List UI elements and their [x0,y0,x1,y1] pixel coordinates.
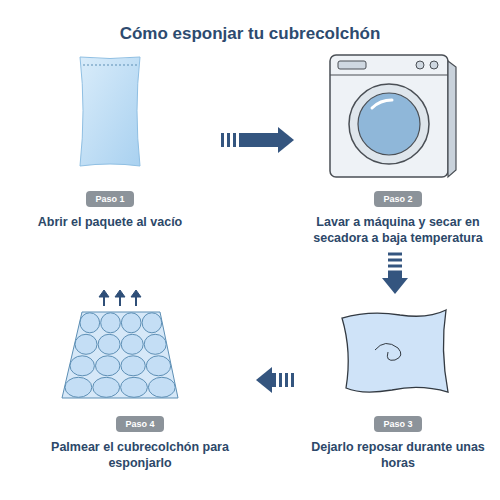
vacuum-bag [80,57,140,166]
step-node: Paso 4 Palmear el cubrecolchón para espon… [30,290,250,472]
arrow-stripe [388,253,402,256]
quilt-puff [98,334,120,354]
step-caption: Dejarlo reposar durante unas horas [304,439,492,472]
arrow-stripe [285,373,288,387]
arrow-head [382,278,408,294]
arrow-head [278,127,294,153]
arrow-stripe [221,133,224,147]
badge-row: Paso 2 [304,188,492,207]
quilt-puff [121,334,143,354]
step-badge: Paso 1 [86,191,133,207]
flow-arrow [221,127,294,153]
quilt-puff [121,356,145,376]
washer-glass [358,93,420,155]
flow-arrow [382,253,408,295]
glass-shine [372,100,392,108]
arrow-stripe [233,133,236,147]
topper-shape [342,310,448,392]
arrow-stripe [279,373,282,387]
step-badge: Paso 4 [116,416,163,432]
quilt-puff [121,313,141,333]
quilt-puff [96,356,120,376]
step-node: Paso 1 Abrir el paquete al vacío [5,55,215,230]
arrow-head [256,367,272,393]
step-badge: Paso 3 [374,416,421,432]
quilt-puff [70,356,94,376]
up-arrow-head [99,290,109,297]
quilted-topper [62,312,178,398]
badge-row: Paso 4 [34,413,246,432]
quilt-puff [148,377,175,397]
diagram-title: Cómo esponjar tu cubrecolchón [0,24,500,44]
step-caption: Abrir el paquete al vacío [9,214,211,230]
arrow-shaft [239,133,278,147]
arrow-shaft [388,271,402,279]
step-node: Paso 3 Dejarlo reposar durante unas horas [300,300,496,472]
bag-body [80,57,140,166]
washer-side [448,61,456,177]
quilt-outline [62,312,178,398]
resting-topper [342,310,448,392]
quilt-puff [93,377,120,397]
washer-door [349,84,429,164]
bag-seal [83,65,137,66]
fluff-arrows [99,290,141,306]
washer-body [330,55,448,177]
step-caption: Palmear el cubrecolchón para esponjarlo [34,439,246,472]
arrow-stripe [388,259,402,262]
quilt-puff [80,313,100,333]
quilt-puff [101,313,121,333]
quilt-puff [144,334,166,354]
up-arrow-head [131,290,141,297]
washing-machine [330,55,456,177]
washer-drawer [338,61,366,69]
up-arrow-head [115,290,125,297]
step-node: Paso 2 Lavar a máquina y secar en secador… [300,55,496,247]
quilt-puff [65,377,92,397]
quilt-puff [142,313,162,333]
topper-fold [375,343,401,360]
quilt-puff [121,377,148,397]
washer-knob [430,61,438,69]
washer-knob [416,61,424,69]
step-caption: Lavar a máquina y secar en secadora a ba… [304,214,492,247]
flow-arrow [256,367,294,393]
badge-row: Paso 1 [9,188,211,207]
step-badge: Paso 2 [374,191,421,207]
quilt-puff [146,356,170,376]
quilt-puff [75,334,97,354]
badge-row: Paso 3 [304,413,492,432]
arrow-stripe [388,265,402,268]
arrow-stripe [291,373,294,387]
washer-panel-line [330,74,448,75]
arrow-stripe [227,133,230,147]
arrow-shaft [272,373,276,387]
